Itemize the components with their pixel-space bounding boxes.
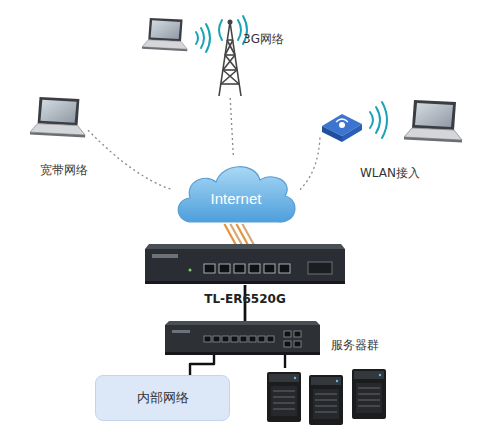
dotted-link — [88, 130, 172, 189]
uplink-line — [242, 224, 254, 245]
dotted-link — [230, 98, 233, 158]
signal-waves — [370, 102, 387, 138]
laptop-illustration — [404, 100, 462, 143]
laptop-illustration — [30, 97, 85, 137]
endpoint-label: WLAN接入 — [360, 166, 420, 180]
network-box: 内部网络 — [95, 375, 230, 421]
server-tower — [309, 375, 343, 425]
server-tower — [267, 372, 301, 422]
server-tower — [352, 369, 386, 419]
device-label: TL-ER6520G — [145, 292, 345, 306]
network-endpoint: 3G网络 — [140, 14, 250, 98]
signal-waves — [196, 16, 247, 52]
access-point — [322, 114, 362, 142]
tower-tip — [228, 20, 233, 25]
server-group: 服务器群 — [265, 368, 395, 422]
box-label: 内部网络 — [137, 389, 189, 407]
network-endpoint: WLAN接入 — [320, 98, 462, 142]
uplink-line — [224, 224, 236, 245]
endpoint-label: 服务器群 — [331, 338, 379, 352]
endpoint-label: 宽带网络 — [40, 163, 88, 177]
uplink-line — [230, 224, 242, 245]
cloud-label: Internet — [211, 190, 262, 207]
cell-tower — [219, 22, 241, 96]
router-node: TL-ER6520G — [145, 245, 345, 285]
endpoint-label: 3G网络 — [243, 32, 284, 46]
uplink-line — [236, 224, 248, 245]
switch-device — [165, 321, 320, 355]
dotted-link — [300, 138, 320, 190]
network-endpoint: 宽带网络 — [28, 95, 88, 139]
internet-cloud: Internet — [172, 158, 300, 228]
router-device — [145, 244, 345, 284]
uplink-connector — [224, 224, 254, 245]
laptop-illustration — [142, 18, 187, 51]
